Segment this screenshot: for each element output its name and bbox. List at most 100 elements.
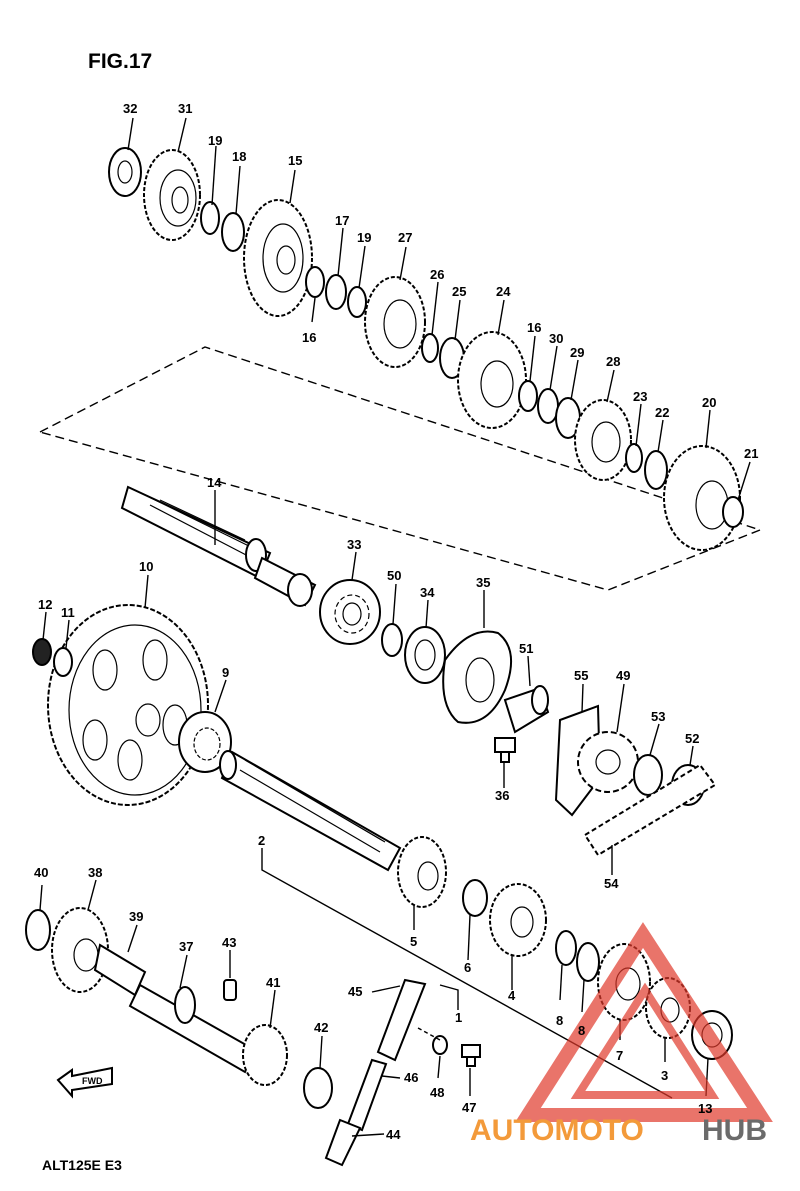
label-8b: 8 [578, 1023, 585, 1038]
part-46 [346, 1058, 388, 1132]
label-16: 16 [527, 320, 541, 335]
label-27: 27 [398, 230, 412, 245]
label-10: 10 [139, 559, 153, 574]
label-5: 5 [410, 934, 417, 949]
washer-22 [644, 450, 668, 490]
fwd-text: FWD [82, 1076, 103, 1086]
worm-44 [324, 1118, 362, 1167]
label-23: 23 [633, 389, 647, 404]
washer-19a [200, 201, 220, 235]
pin-43 [223, 979, 237, 1001]
label-31: 31 [178, 101, 192, 116]
label-49: 49 [616, 668, 630, 683]
label-16b: 16 [302, 330, 316, 345]
watermark-text-a: AUTOMOTO [470, 1114, 644, 1147]
washer-48 [432, 1035, 448, 1055]
label-29: 29 [570, 345, 584, 360]
label-30: 30 [549, 331, 563, 346]
bearing-33 [319, 579, 381, 645]
label-19: 19 [208, 133, 222, 148]
gear-28 [574, 399, 632, 481]
gear-32 [108, 147, 142, 197]
part-45 [376, 978, 427, 1062]
leader-lines [39, 117, 751, 1137]
gear-5 [397, 836, 447, 908]
countershaft-14 [120, 485, 317, 607]
ring-50 [381, 623, 403, 657]
label-46: 46 [404, 1070, 418, 1085]
label-7: 7 [616, 1048, 623, 1063]
label-19b: 19 [357, 230, 371, 245]
washer-42 [303, 1067, 333, 1109]
seal-34 [404, 626, 446, 684]
label-14: 14 [207, 475, 222, 490]
driveshaft-2 [219, 750, 402, 872]
label-47: 47 [462, 1100, 476, 1115]
shaft-39 [93, 943, 147, 997]
gear-41 [242, 1024, 288, 1086]
washer-11 [53, 647, 73, 677]
label-39: 39 [129, 909, 143, 924]
label-38: 38 [88, 865, 102, 880]
washer-18 [221, 212, 245, 252]
washer-19b [347, 286, 367, 318]
label-43: 43 [222, 935, 236, 950]
gear-4 [489, 883, 547, 957]
label-51: 51 [519, 641, 533, 656]
label-41: 41 [266, 975, 280, 990]
gear-10 [47, 604, 209, 806]
washer-8 [576, 942, 600, 982]
label-33: 33 [347, 537, 361, 552]
watermark-logo [515, 922, 773, 1122]
washer-17 [325, 274, 347, 310]
label-2: 2 [258, 833, 265, 848]
gear-24 [457, 331, 527, 429]
label-1: 1 [455, 1010, 462, 1025]
label-35: 35 [476, 575, 490, 590]
label-42: 42 [314, 1020, 328, 1035]
label-50: 50 [387, 568, 401, 583]
bolt-36 [494, 737, 516, 763]
label-21: 21 [744, 446, 758, 461]
label-25: 25 [452, 284, 466, 299]
label-37: 37 [179, 939, 193, 954]
label-52: 52 [685, 731, 699, 746]
label-8: 8 [556, 1013, 563, 1028]
washer-53 [633, 754, 663, 796]
label-3: 3 [661, 1068, 668, 1083]
gear-31 [143, 149, 201, 241]
sprocket-49 [577, 731, 639, 793]
label-34: 34 [420, 585, 435, 600]
bolt-47 [461, 1044, 481, 1067]
washer-23 [625, 443, 643, 473]
label-6: 6 [464, 960, 471, 975]
shaft-37 [128, 983, 257, 1074]
gear-38 [51, 907, 109, 993]
label-13: 13 [698, 1101, 712, 1116]
label-53: 53 [651, 709, 665, 724]
label-54: 54 [604, 876, 619, 891]
label-45: 45 [348, 984, 362, 999]
label-11: 11 [61, 605, 75, 620]
label-24: 24 [496, 284, 511, 299]
label-9: 9 [222, 665, 229, 680]
plate-35 [442, 630, 513, 724]
bushing-21 [722, 496, 744, 528]
part-labels: 32 31 19 18 15 17 19 27 26 25 24 16 30 2… [34, 101, 758, 1142]
gear-20 [663, 445, 741, 551]
model-code: ALT125E E3 [42, 1157, 122, 1173]
washer-12 [32, 638, 52, 666]
bearing-9 [178, 711, 232, 773]
label-17: 17 [335, 213, 349, 228]
watermark-text-b: HUB [702, 1114, 767, 1147]
fwd-arrow: FWD [56, 1066, 113, 1099]
gear-15 [243, 199, 313, 317]
label-18: 18 [232, 149, 246, 164]
label-44: 44 [386, 1127, 401, 1142]
label-22: 22 [655, 405, 669, 420]
label-32: 32 [123, 101, 137, 116]
chain-54 [583, 763, 717, 857]
washer-6b [555, 930, 577, 966]
